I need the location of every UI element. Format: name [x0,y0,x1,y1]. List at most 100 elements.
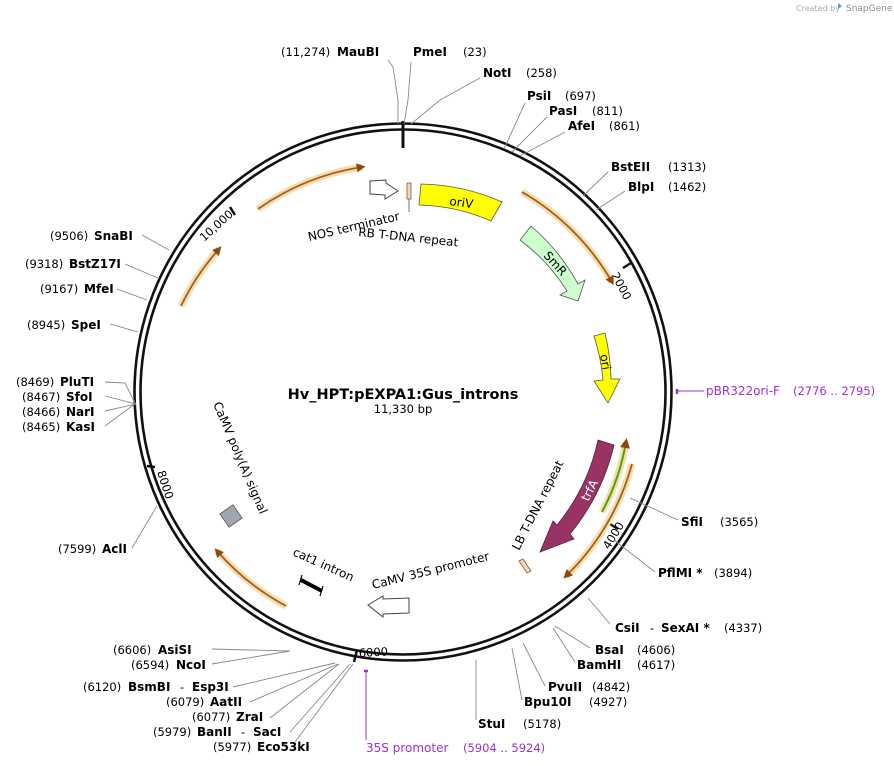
site-banii-saci[interactable]: (5979) BanII - SacI [153,725,281,739]
site-pflmi[interactable]: PflMI * (3894) [658,566,752,580]
site-position: (861) [609,119,640,133]
credit-brand: SnapGene [846,4,893,14]
site-pluti[interactable]: (8469) PluTI [16,375,94,389]
site-acli[interactable]: (7599) AclI [58,542,127,556]
site-position: (1462) [668,180,706,194]
site-name: NcoI [176,658,206,672]
site-snabi[interactable]: (9506) SnaBI [50,229,133,243]
site-leaders [104,59,679,743]
site-name: AclI [102,542,127,556]
site-position: (9318) [25,257,63,271]
site-kasi[interactable]: (8465) KasI [22,420,95,434]
feature-label-rb-repeat: RB T-DNA repeat [358,225,460,249]
site-csii-sexai[interactable]: CsiI - SexAI * (4337) [615,621,762,635]
site-position: (8467) [22,390,60,404]
site-ncoi[interactable]: (6594) NcoI [131,658,206,672]
site-psii[interactable]: PsiI (697) [527,89,596,103]
primer-35s-promoter[interactable]: 35S promoter (5904 .. 5924) [364,669,545,755]
plasmid-title-block: Hv_HPT:pEXPA1:Gus_introns 11,330 bp [288,387,519,416]
site-name: BstZ17I [69,257,121,271]
site-name: ZraI [236,710,263,724]
orf-arc-lower-right [563,463,636,579]
site-name: BstEII [611,160,650,174]
site-bsai[interactable]: BsaI (4606) [595,643,675,657]
site-position: (258) [526,66,557,80]
site-bsmbi-esp3i[interactable]: (6120) BsmBI - Esp3I [83,680,229,694]
site-blpi[interactable]: BlpI (1462) [628,180,706,194]
site-bpu10i[interactable]: Bpu10I (4927) [524,695,627,709]
site-position: (6120) [83,680,121,694]
primer-range: (2776 .. 2795) [793,384,875,398]
site-pvuii[interactable]: PvuII (4842) [548,680,630,694]
site-name: MauBI [337,45,379,59]
site-name-extra: Esp3I [192,680,229,694]
site-stui[interactable]: StuI (5178) [478,717,561,731]
site-name: PvuII [548,680,582,694]
site-sfoi[interactable]: (8467) SfoI [22,390,93,404]
site-asisi[interactable]: (6606) AsiSI [113,643,192,657]
site-spei[interactable]: (8945) SpeI [27,318,101,332]
feature-label-ori: ori [597,353,613,371]
site-name: SfiI [681,515,703,529]
site-afei[interactable]: AfeI (861) [568,119,640,133]
feature-lb-repeat[interactable]: LB T-DNA repeat [509,458,567,574]
feature-cat1-intron[interactable]: cat1 intron [291,545,356,597]
site-zrai[interactable]: (6077) ZraI [192,710,263,724]
orf-arc-left [177,246,222,308]
site-name: SpeI [71,318,101,332]
site-eco53ki[interactable]: (5977) Eco53kI [213,740,310,754]
site-name: Eco53kI [257,740,310,754]
feature-ori[interactable]: ori [593,332,621,404]
site-name-extra: SexAI * [661,621,710,635]
site-name: PmeI [413,45,447,59]
feature-camv-polya[interactable]: CaMV poly(A) signal [210,400,270,528]
site-name: PasI [549,104,577,118]
feature-camv-35s[interactable]: CaMV 35S promoter [367,549,491,619]
site-position: (8466) [22,405,60,419]
site-aatii[interactable]: (6079) AatII [166,695,242,709]
orf-arc-green [598,438,630,514]
site-name: SnaBI [94,229,133,243]
site-name: BlpI [628,180,654,194]
primer-name: pBR322ori-F [706,384,780,398]
site-position: (4617) [637,658,675,672]
primer-range: (5904 .. 5924) [463,741,545,755]
site-separator: - [650,621,654,635]
snapgene-credit: Created by SnapGene [796,3,893,14]
feature-label-camv-35s: CaMV 35S promoter [370,549,490,592]
site-pmei[interactable]: PmeI (23) [413,45,487,59]
site-pasi[interactable]: PasI (811) [549,104,623,118]
tick-2000: 2000 [608,261,634,302]
site-bamhi[interactable]: BamHI (4617) [577,658,675,672]
site-name: PluTI [60,375,94,389]
site-position: (11,274) [281,45,330,59]
site-position: (8469) [16,375,54,389]
site-position: (1313) [668,160,706,174]
primer-pbr322ori-f[interactable]: pBR322ori-F (2776 .. 2795) [675,384,875,398]
site-position: (6077) [192,710,230,724]
orf-arc-lower-left [214,548,288,610]
site-bstz17i[interactable]: (9318) BstZ17I [25,257,121,271]
site-name: BsaI [595,643,624,657]
site-position: (4927) [589,695,627,709]
site-separator: - [180,680,184,694]
site-name: AsiSI [158,643,192,657]
feature-oriV[interactable]: oriV [418,183,503,222]
feature-label-oriv: oriV [449,194,475,211]
restriction-sites: (11,274) MauBI PmeI (23) NotI (258) PsiI… [16,45,762,754]
site-position: (3894) [714,566,752,580]
site-noti[interactable]: NotI (258) [483,66,557,80]
orf-arc-upper-right [520,188,616,286]
site-sfii[interactable]: SfiI (3565) [681,515,758,529]
site-bsteii[interactable]: BstEII (1313) [611,160,706,174]
site-maubi[interactable]: (11,274) MauBI [281,45,379,59]
site-position: (6594) [131,658,169,672]
tick-6000: 6000 [352,644,388,663]
primer-name: 35S promoter [366,741,448,755]
site-mfei[interactable]: (9167) MfeI [40,282,114,296]
site-nari[interactable]: (8466) NarI [22,405,95,419]
site-name: SfoI [66,390,93,404]
site-position: (9506) [50,229,88,243]
site-position: (7599) [58,542,96,556]
orf-arcs [177,163,636,610]
